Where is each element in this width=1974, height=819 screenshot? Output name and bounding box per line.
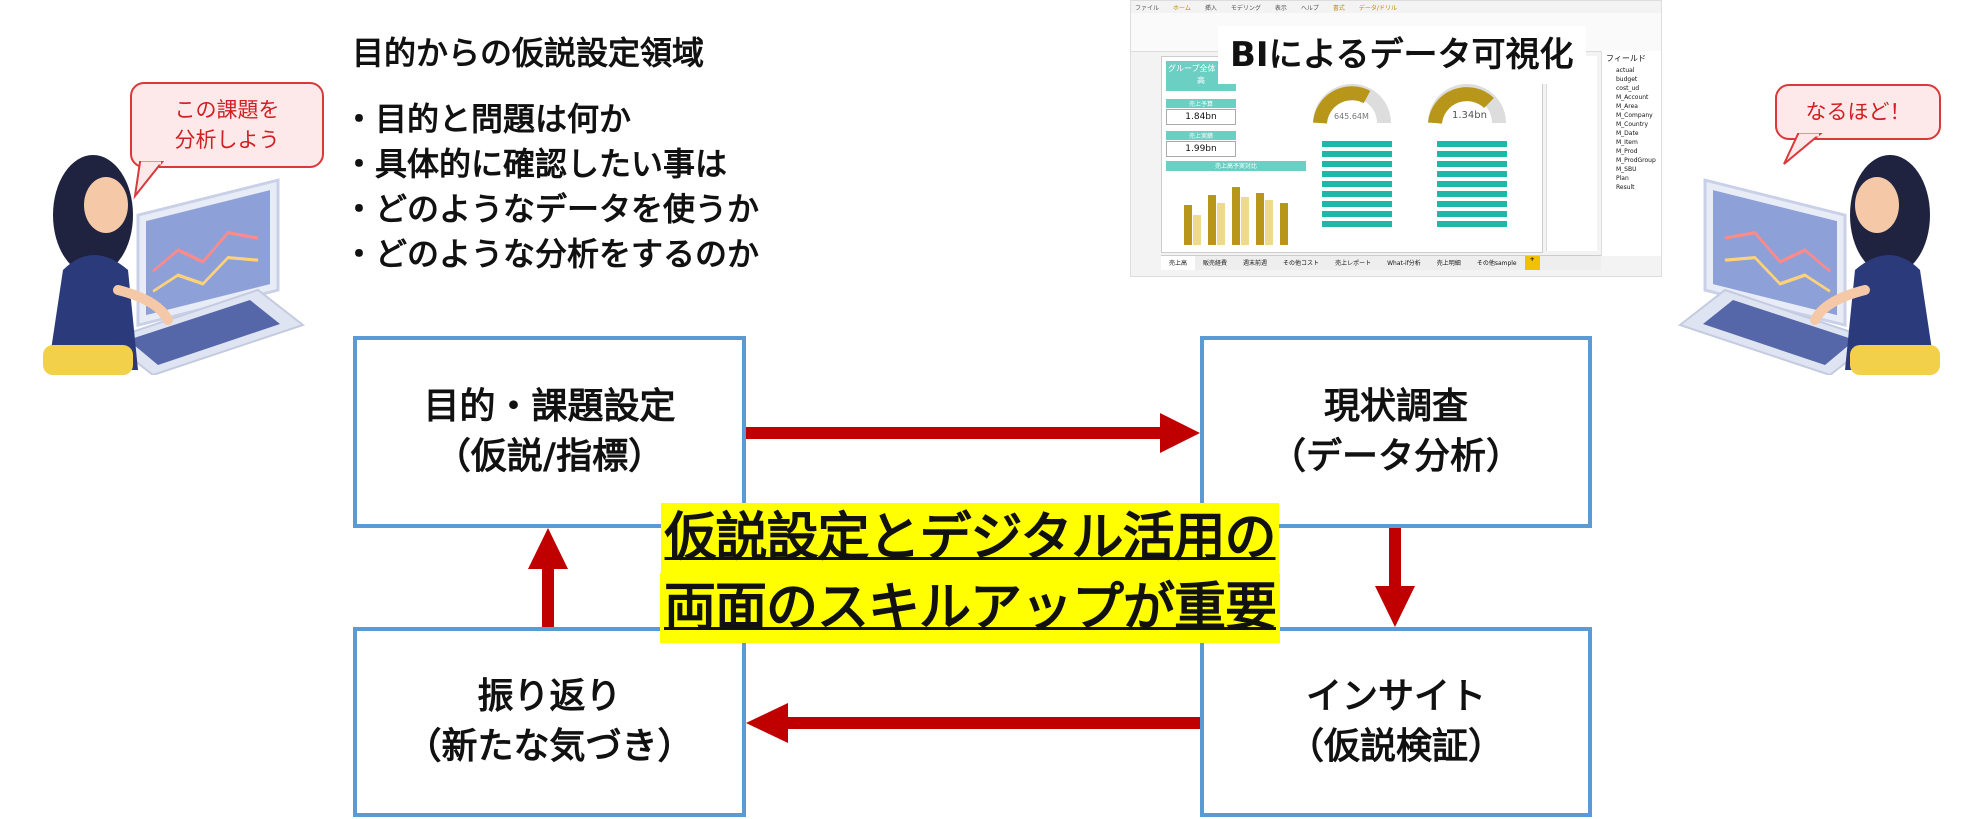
reflection-line2: （新たな気づき）	[405, 726, 694, 767]
field-item[interactable]: M_Date	[1616, 130, 1639, 137]
ribbon-tab[interactable]: 挿入	[1204, 5, 1217, 12]
gauge-value: 645.64M	[1334, 112, 1369, 121]
arrow-left-shaft	[786, 717, 1200, 729]
flow-box-survey: 現状調査 （データ分析）	[1200, 336, 1592, 528]
insight-line2: （仮説検証）	[1287, 726, 1504, 767]
arrow-left-head	[746, 703, 788, 743]
laptop-screen	[136, 178, 280, 327]
arrow-down-shaft	[1389, 528, 1401, 588]
right-person-illustration	[1677, 155, 1940, 375]
arrow-down-head	[1375, 586, 1415, 627]
gauge-1	[1313, 84, 1391, 124]
laptop-screen-right	[1703, 178, 1847, 327]
objective-line1: 目的・課題設定	[423, 386, 676, 427]
field-item[interactable]: M_Company	[1616, 112, 1653, 119]
flow-box-insight: インサイト （仮説検証）	[1200, 627, 1592, 817]
ribbon-tab[interactable]: モデリング	[1230, 5, 1261, 12]
field-item[interactable]: M_Country	[1616, 121, 1649, 128]
left-person-illustration	[43, 155, 306, 375]
bullet-item: どのような分析をするのか	[343, 232, 759, 277]
report-canvas: グループ全体 売上高 売上予算 1.84bn 売上実績 1.99bn 売上高予実…	[1161, 56, 1543, 253]
bar-chart	[1184, 187, 1288, 245]
page-tab[interactable]: 売上レポート	[1335, 260, 1372, 267]
page-tab[interactable]: 週末前週	[1243, 260, 1268, 267]
gauge-2	[1428, 84, 1506, 125]
key-message: 仮説設定とデジタル活用の 両面のスキルアップが重要	[650, 500, 1290, 646]
left-speech-bubble: この課題を 分析しよう	[130, 82, 324, 168]
key-message-line2: 両面のスキルアップが重要	[659, 573, 1280, 643]
bullet-item: どのようなデータを使うか	[343, 187, 759, 232]
ribbon-tabs: ファイル ホーム 挿入 モデリング 表示 ヘルプ 書式 データ/ドリル	[1135, 3, 1655, 12]
field-item[interactable]: M_SBU	[1616, 166, 1637, 173]
bullet-item: 具体的に確認したい事は	[343, 142, 759, 187]
ribbon-tab[interactable]: 書式	[1332, 5, 1345, 12]
page-tab[interactable]: その他コスト	[1283, 260, 1320, 267]
field-item[interactable]: Result	[1616, 184, 1635, 191]
fields-pane: フィールド actual budget cost_ud M_Account M_…	[1601, 51, 1661, 256]
page-tab[interactable]: 売上明細	[1436, 260, 1461, 267]
left-bubble-line1: この課題を	[174, 98, 280, 122]
field-item[interactable]: budget	[1616, 76, 1638, 83]
field-item[interactable]: M_Prod	[1616, 148, 1638, 155]
flow-box-objective: 目的・課題設定 （仮説/指標）	[353, 336, 746, 528]
key-message-line1: 仮説設定とデジタル活用の	[660, 503, 1280, 573]
field-item[interactable]: M_Area	[1616, 103, 1638, 110]
survey-line2: （データ分析）	[1269, 436, 1522, 477]
arrow-right-head	[1160, 413, 1200, 453]
ribbon-tab[interactable]: ファイル	[1135, 5, 1160, 12]
right-speech-bubble: なるほど！	[1775, 84, 1941, 140]
ribbon-tab[interactable]: データ/ドリル	[1358, 5, 1397, 12]
ribbon-tab[interactable]: ヘルプ	[1300, 5, 1319, 12]
chart-title: 売上高予実対比	[1166, 161, 1306, 171]
insight-line1: インサイト	[1305, 676, 1486, 717]
page-tab[interactable]: 販売経費	[1203, 260, 1228, 267]
field-item[interactable]: M_Account	[1616, 94, 1649, 101]
field-item[interactable]: cost_ud	[1616, 85, 1640, 92]
survey-line1: 現状調査	[1323, 386, 1468, 427]
flow-box-reflection: 振り返り （新たな気づき）	[353, 627, 746, 817]
field-item[interactable]: Plan	[1616, 175, 1629, 182]
add-page-button[interactable]: +	[1524, 256, 1540, 270]
left-bubble-line2: 分析しよう	[174, 128, 280, 152]
right-bubble-tail	[1783, 133, 1823, 165]
ribbon-tab[interactable]: 表示	[1274, 5, 1287, 12]
page-tab[interactable]: その他sample	[1476, 260, 1517, 267]
reflection-line1: 振り返り	[477, 676, 622, 717]
visualizations-pane	[1546, 56, 1597, 251]
left-bubble-tail	[133, 161, 165, 200]
page-tab[interactable]: What-if分析	[1387, 260, 1421, 267]
arrow-up-head	[528, 528, 568, 569]
hypothesis-section-title: 目的からの仮説設定領域	[352, 34, 705, 72]
page-tab[interactable]: 売上高	[1161, 256, 1196, 270]
field-item[interactable]: M_ProdGroup	[1616, 157, 1656, 164]
kpi-label: 売上実績	[1166, 131, 1236, 140]
field-item[interactable]: M_Item	[1616, 139, 1638, 146]
teal-tables	[1322, 141, 1507, 227]
kpi-label: 売上予算	[1166, 99, 1236, 108]
kpi-value: 1.84bn	[1166, 109, 1236, 125]
bullet-item: 目的と問題は何か	[343, 97, 759, 142]
page-tabs: 売上高 販売経費 週末前週 その他コスト 売上レポート What-if分析 売上…	[1161, 255, 1601, 270]
bi-section-label: BIによるデータ可視化	[1218, 26, 1586, 84]
ribbon-tab[interactable]: ホーム	[1173, 5, 1191, 12]
arrow-right-shaft	[746, 427, 1162, 439]
hypothesis-bullets: 目的と問題は何か 具体的に確認したい事は どのようなデータを使うか どのような分…	[343, 97, 759, 277]
gauge-value: 1.34bn	[1452, 110, 1487, 121]
field-item[interactable]: actual	[1616, 67, 1635, 74]
kpi-value: 1.99bn	[1166, 141, 1236, 157]
fields-title: フィールド	[1606, 54, 1646, 63]
right-bubble-text: なるほど！	[1805, 100, 1911, 124]
objective-line2: （仮説/指標）	[434, 436, 665, 477]
arrow-up-shaft	[542, 567, 554, 627]
